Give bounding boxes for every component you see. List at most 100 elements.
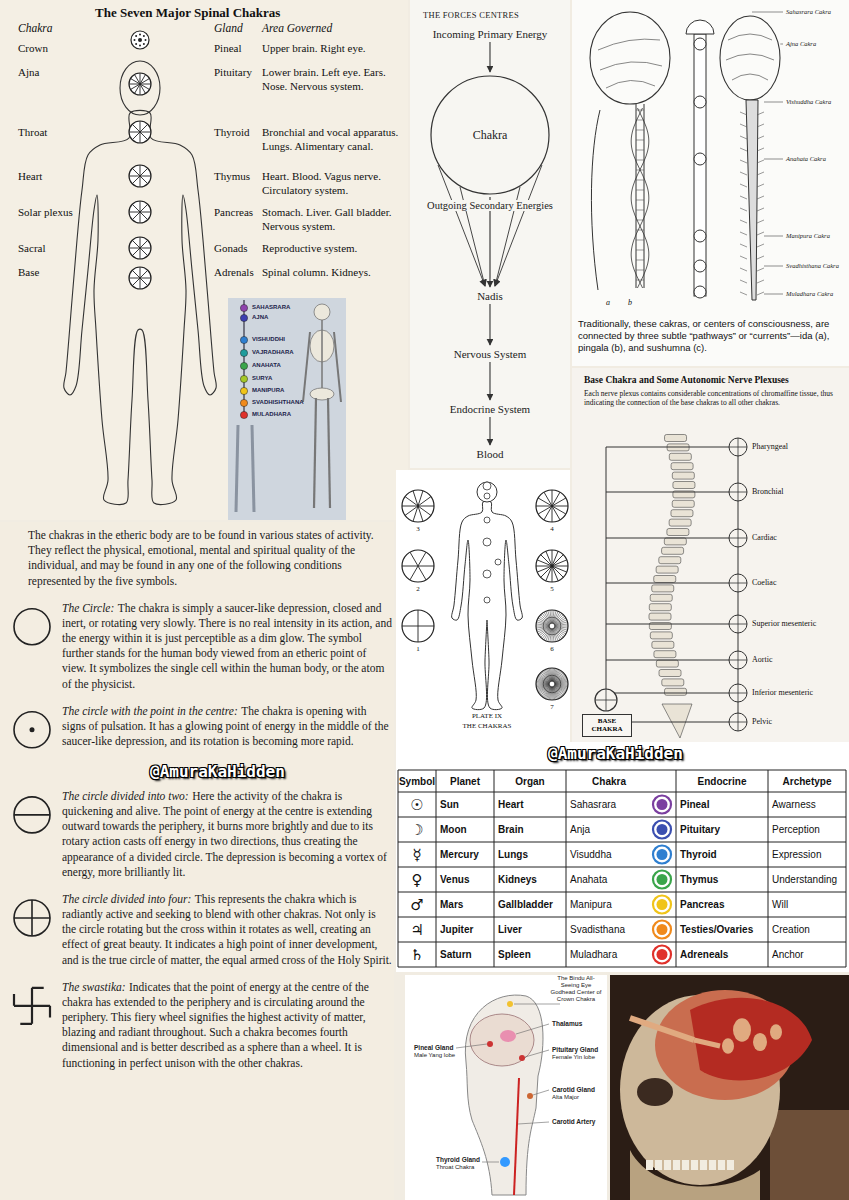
leader-line <box>752 12 783 13</box>
leg-shape <box>236 425 238 512</box>
tooth <box>646 1160 653 1170</box>
chakra-label: Anahata Cakra <box>786 155 826 162</box>
panel-ground <box>0 522 394 1200</box>
wheel-spoke <box>536 684 552 687</box>
plexus-circle <box>729 684 747 702</box>
wheel-spoke <box>140 240 148 248</box>
table-cell: Anchor <box>772 942 842 967</box>
bindu-dot <box>507 1001 513 1007</box>
crown-dome <box>686 20 714 34</box>
wheel-spoke <box>140 84 150 90</box>
wheel-spoke <box>539 684 552 693</box>
wheel-spoke <box>540 674 552 684</box>
nerve-root <box>740 292 747 295</box>
arm-bone <box>334 332 341 402</box>
wheel-spoke <box>552 624 568 626</box>
callout-text: Thyroid Gland <box>436 1156 480 1163</box>
table-cell: ☽ <box>402 817 432 842</box>
wheel-spoke <box>552 492 560 506</box>
wheel-spoke <box>129 176 140 177</box>
wheel-spoke <box>552 615 563 626</box>
chakra-dot <box>240 387 247 394</box>
plexus-wire <box>606 583 729 584</box>
plexus-circle <box>729 713 747 731</box>
chakra-symbol <box>14 797 50 833</box>
wheel-spoke <box>541 566 552 577</box>
wheel-spoke <box>552 506 560 520</box>
chakra-icon <box>653 946 671 964</box>
vertebra <box>664 538 686 545</box>
table-cell: Understanding <box>772 867 842 892</box>
wheel-spoke <box>552 626 558 641</box>
petal-dot <box>134 39 136 41</box>
leader-line <box>764 159 783 160</box>
wheel-spoke <box>418 626 419 642</box>
table-cell: Will <box>772 892 842 917</box>
text-block: The circle divided into four:This repres… <box>62 892 392 968</box>
plexus-cross <box>729 492 747 493</box>
carotid-dot <box>527 1093 533 1099</box>
plexus-cross <box>729 538 747 539</box>
petal-dot <box>143 43 145 45</box>
vertebra <box>650 632 672 639</box>
wheel-spoke <box>542 684 552 696</box>
wheel-spoke <box>140 248 148 256</box>
table-cell: Moon <box>440 817 490 842</box>
wheel-spoke <box>541 673 552 684</box>
wheel-spoke <box>538 684 552 692</box>
base-chakra-box: BASE CHAKRA <box>582 714 632 737</box>
table-cell: Testies/Ovaries <box>680 917 764 942</box>
leader-line <box>456 1044 487 1048</box>
vertebra-tick <box>636 130 644 131</box>
body-text: Here the activity of the chakra is quick… <box>62 790 387 878</box>
base-cross <box>595 700 617 701</box>
chakra-dot <box>240 411 247 418</box>
symbol-circle <box>14 609 50 645</box>
chakra-wheel <box>129 267 151 289</box>
chakra-wheel <box>536 610 568 642</box>
plate-number: PLATE IX <box>472 712 502 720</box>
wheel-spoke <box>546 551 552 566</box>
nerve-root <box>757 280 764 283</box>
chakra-wheel <box>402 610 434 642</box>
wheel-spoke <box>140 176 151 177</box>
plexus-cross <box>729 624 747 625</box>
wheel-spoke <box>130 84 140 90</box>
wheel-rim <box>536 668 568 700</box>
wheel-spoke <box>548 684 552 699</box>
column-header: Area Governed <box>262 22 332 34</box>
table-rule <box>494 770 495 967</box>
nerve-root <box>740 244 747 247</box>
wheel-spoke <box>537 684 552 689</box>
node-text: Incoming Primary Energy <box>433 28 548 40</box>
wheel-spoke <box>552 620 567 626</box>
leg-bone <box>328 398 330 508</box>
vertebra <box>669 453 691 460</box>
plexus-circle <box>729 615 747 633</box>
figure-shape <box>770 1024 782 1040</box>
wheel-spoke <box>405 506 418 515</box>
leg-bone <box>314 398 316 508</box>
plexus-wire <box>606 447 729 448</box>
tooth <box>673 1160 680 1170</box>
wheel-spoke <box>550 610 552 626</box>
wheel-spoke <box>140 201 141 212</box>
wheel-spoke <box>132 270 140 278</box>
node-text: Nadis <box>477 290 503 302</box>
petal-dot <box>143 35 145 37</box>
panel-ground <box>0 0 408 520</box>
wheel-spoke <box>140 204 148 212</box>
body-text: Each nerve plexus contains considerable … <box>584 389 840 408</box>
wheel-spoke <box>552 677 567 684</box>
wheel-spoke <box>552 684 561 697</box>
wheel-spoke <box>537 560 552 566</box>
body-chakra <box>495 559 501 565</box>
wheel-spoke <box>552 566 558 581</box>
text-block: The Circle:The chakra is simply a saucer… <box>62 601 392 692</box>
table-rule <box>398 770 399 967</box>
leg-shape <box>252 425 254 512</box>
wheel-spoke <box>552 506 553 522</box>
spine-bone <box>321 320 323 392</box>
chakra-circle: Chakra <box>430 75 550 195</box>
wheel-rim <box>129 201 151 223</box>
